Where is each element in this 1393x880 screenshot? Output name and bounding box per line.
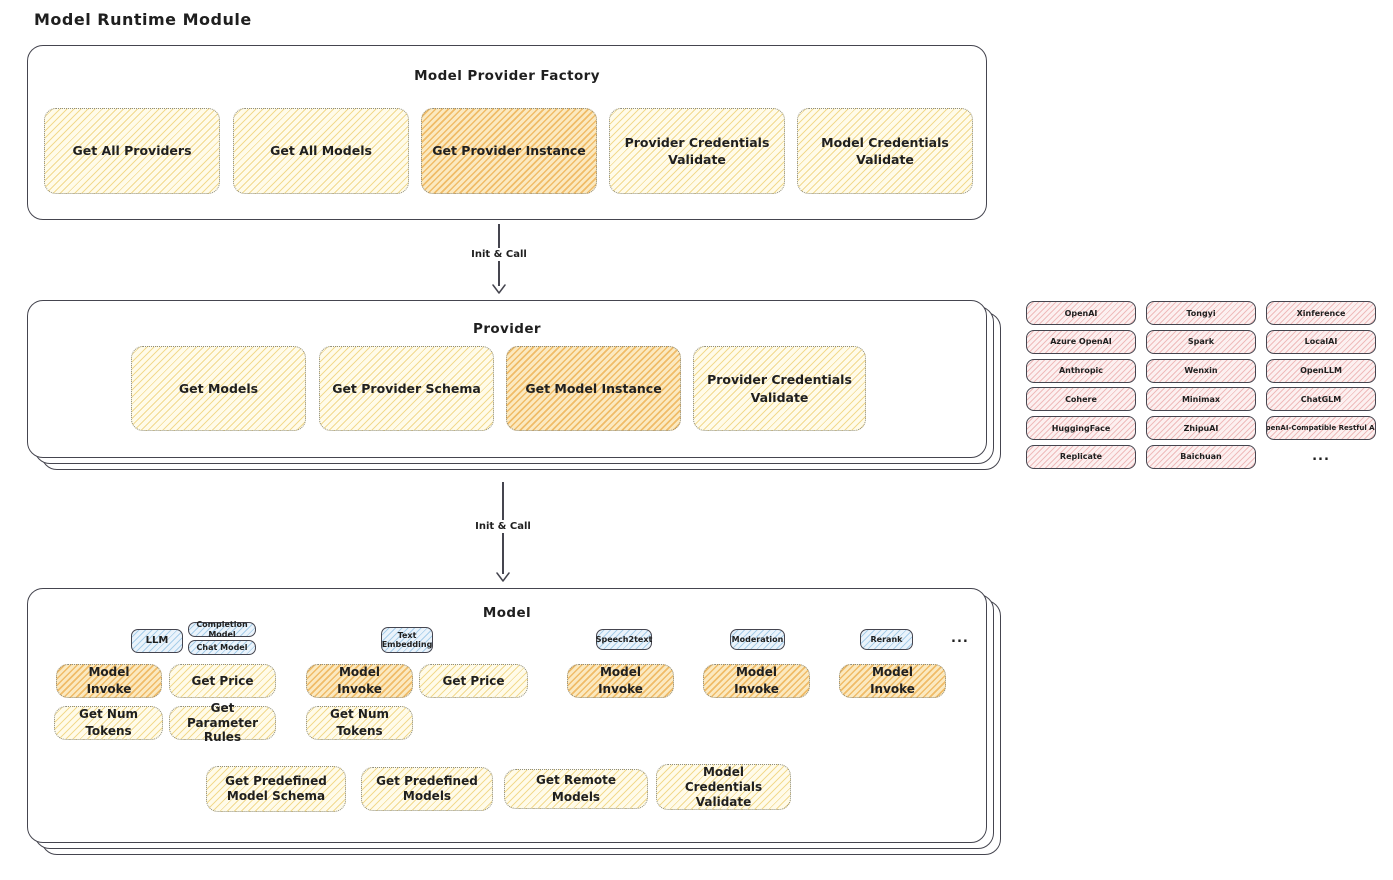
node-model-credentials-validate-model: Model Credentials Validate	[656, 764, 791, 810]
provider-pill-cohere: Cohere	[1026, 387, 1136, 412]
model-title: Model	[482, 605, 532, 621]
tab-chat-model: Chat Model	[188, 640, 256, 655]
tab-speech2text: Speech2text	[596, 629, 652, 650]
provider-pill-tongyi: Tongyi	[1146, 301, 1256, 325]
arrow-provider-to-model: Init & Call	[471, 482, 535, 582]
node-provider-credentials-validate-factory: Provider Credentials Validate	[609, 108, 785, 194]
node-provider-credentials-validate-provider: Provider Credentials Validate	[693, 346, 866, 431]
diagram-title: Model Runtime Module	[34, 10, 252, 29]
provider-pill-anthropic: Anthropic	[1026, 358, 1136, 383]
node-model-invoke-llm: Model Invoke	[56, 664, 162, 698]
node-get-models: Get Models	[131, 346, 306, 431]
node-get-all-models: Get All Models	[233, 108, 409, 194]
node-get-provider-instance: Get Provider Instance	[421, 108, 597, 194]
provider-pill-azure-openai: Azure OpenAI	[1026, 329, 1136, 354]
provider-pill-openai-compatible: OpenAI-Compatible Restful API	[1266, 416, 1376, 441]
tab-llm: LLM	[131, 629, 183, 653]
tab-rerank: Rerank	[860, 629, 913, 650]
providers-more-ellipsis: ...	[1312, 449, 1330, 465]
providers-grid: OpenAI Tongyi Xinference Azure OpenAI Sp…	[1026, 301, 1376, 469]
provider-pill-xinference: Xinference	[1266, 301, 1376, 325]
node-get-num-tokens-text-embedding: Get Num Tokens	[306, 706, 413, 740]
node-get-predefined-models: Get Predefined Models	[361, 767, 493, 811]
node-get-provider-schema: Get Provider Schema	[319, 346, 494, 431]
provider-title: Provider	[473, 321, 541, 337]
provider-pill-baichuan: Baichuan	[1146, 444, 1256, 469]
node-get-remote-models: Get Remote Models	[504, 769, 648, 809]
arrow-label-init-call-2: Init & Call	[471, 520, 535, 533]
node-get-num-tokens-llm: Get Num Tokens	[54, 706, 163, 740]
provider-pill-chatglm: ChatGLM	[1266, 387, 1376, 412]
tab-text-embedding: Text Embedding	[381, 627, 433, 653]
node-model-invoke-speech2text: Model Invoke	[567, 664, 674, 698]
provider-pill-openai: OpenAI	[1026, 301, 1136, 325]
provider-pill-replicate: Replicate	[1026, 444, 1136, 469]
provider-pill-localai: LocalAI	[1266, 329, 1376, 354]
node-model-credentials-validate-factory: Model Credentials Validate	[797, 108, 973, 194]
node-get-price-llm: Get Price	[169, 664, 276, 698]
node-model-invoke-rerank: Model Invoke	[839, 664, 946, 698]
tab-completion-model: Completion Model	[188, 620, 256, 639]
provider-pill-huggingface: HuggingFace	[1026, 416, 1136, 441]
node-model-invoke-moderation: Model Invoke	[703, 664, 810, 698]
provider-pill-minimax: Minimax	[1146, 387, 1256, 412]
provider-pill-wenxin: Wenxin	[1146, 358, 1256, 383]
arrow-factory-to-provider: Init & Call	[467, 224, 531, 294]
node-get-price-text-embedding: Get Price	[419, 664, 528, 698]
node-get-all-providers: Get All Providers	[44, 108, 220, 194]
node-get-model-instance: Get Model Instance	[506, 346, 681, 431]
factory-title: Model Provider Factory	[414, 68, 600, 84]
model-types-more-ellipsis: ...	[951, 631, 969, 646]
provider-pill-spark: Spark	[1146, 329, 1256, 354]
node-get-parameter-rules-llm: Get Parameter Rules	[169, 701, 276, 744]
arrow-head-icon	[496, 572, 510, 582]
arrow-head-icon	[492, 284, 506, 294]
arrow-label-init-call-1: Init & Call	[467, 248, 531, 261]
provider-pill-openllm: OpenLLM	[1266, 358, 1376, 383]
node-model-invoke-text-embedding: Model Invoke	[306, 664, 413, 698]
tab-moderation: Moderation	[730, 629, 785, 650]
node-get-predefined-model-schema: Get Predefined Model Schema	[206, 766, 346, 812]
model-section: Model LLM Completion Model Chat Model Te…	[27, 588, 987, 843]
factory-section: Model Provider Factory Get All Providers…	[27, 45, 987, 220]
provider-section: Provider Get Models Get Provider Schema …	[27, 300, 987, 458]
provider-pill-zhipuai: ZhipuAI	[1146, 416, 1256, 441]
